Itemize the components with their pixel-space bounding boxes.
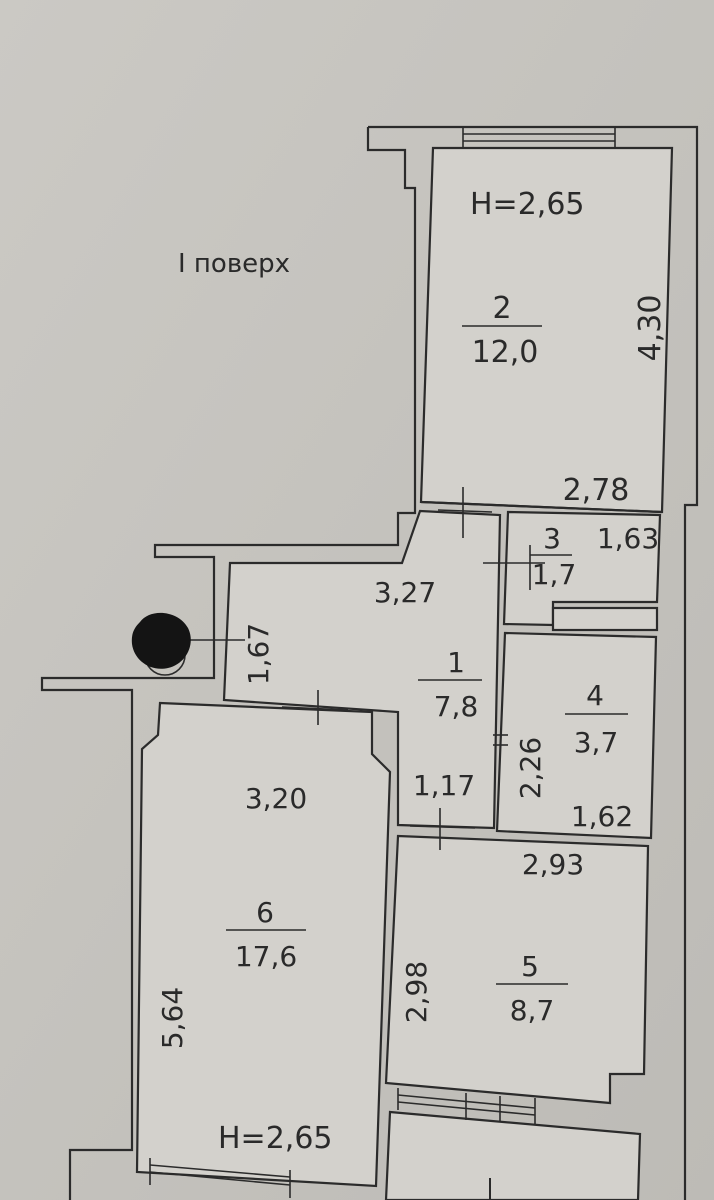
- room-2-number: 2: [492, 291, 511, 326]
- window-room-5: [397, 1088, 536, 1124]
- room-2-area: 12,0: [472, 335, 539, 370]
- dim-room2-width: 2,78: [563, 473, 630, 508]
- room-6-area: 17,6: [235, 940, 297, 973]
- room-5: [384, 834, 650, 1105]
- dim-room5-height: 2,98: [400, 961, 433, 1023]
- room-3-number: 3: [543, 522, 561, 555]
- dim-room2-height: 4,30: [633, 295, 668, 362]
- outer-wall-top: [368, 125, 699, 1200]
- room-2-bottom-wall: [420, 500, 663, 514]
- door-marks: [180, 487, 545, 850]
- room-3-area: 1,7: [532, 558, 577, 591]
- dim-room5-width: 2,93: [522, 848, 584, 881]
- room-6: [135, 701, 392, 1188]
- room-4: [495, 631, 658, 840]
- room-3-niche: [551, 606, 659, 632]
- room-5-area: 8,7: [510, 994, 555, 1027]
- outer-wall-top-inner: [40, 127, 417, 1200]
- dim-corridor-width: 1,17: [413, 769, 475, 802]
- adjacent-space: [384, 1110, 642, 1200]
- room-3: [502, 510, 662, 627]
- room-1: [222, 509, 502, 830]
- dim-room4-width: 1,62: [571, 800, 633, 833]
- window-room-2: [462, 127, 616, 148]
- dim-room3-width: 1,63: [597, 522, 659, 555]
- ceiling-height-bottom: H=2,65: [218, 1121, 333, 1156]
- dim-room6-width: 3,20: [245, 782, 307, 815]
- room-4-area: 3,7: [574, 726, 619, 759]
- dim-room4-height: 2,26: [514, 737, 547, 799]
- redaction-mark: [131, 612, 191, 669]
- room-1-area: 7,8: [434, 690, 479, 723]
- floor-label: I поверх: [178, 249, 290, 279]
- room-4-number: 4: [586, 679, 604, 712]
- window-room-6: [149, 1158, 291, 1198]
- dim-hall-width: 3,27: [374, 576, 436, 609]
- room-6-number: 6: [256, 896, 274, 929]
- room-1-number: 1: [447, 646, 465, 679]
- ceiling-height-top: H=2,65: [470, 187, 585, 222]
- dim-room6-height: 5,64: [156, 987, 189, 1049]
- dim-hall-height: 1,67: [242, 623, 275, 685]
- room-5-number: 5: [521, 950, 539, 983]
